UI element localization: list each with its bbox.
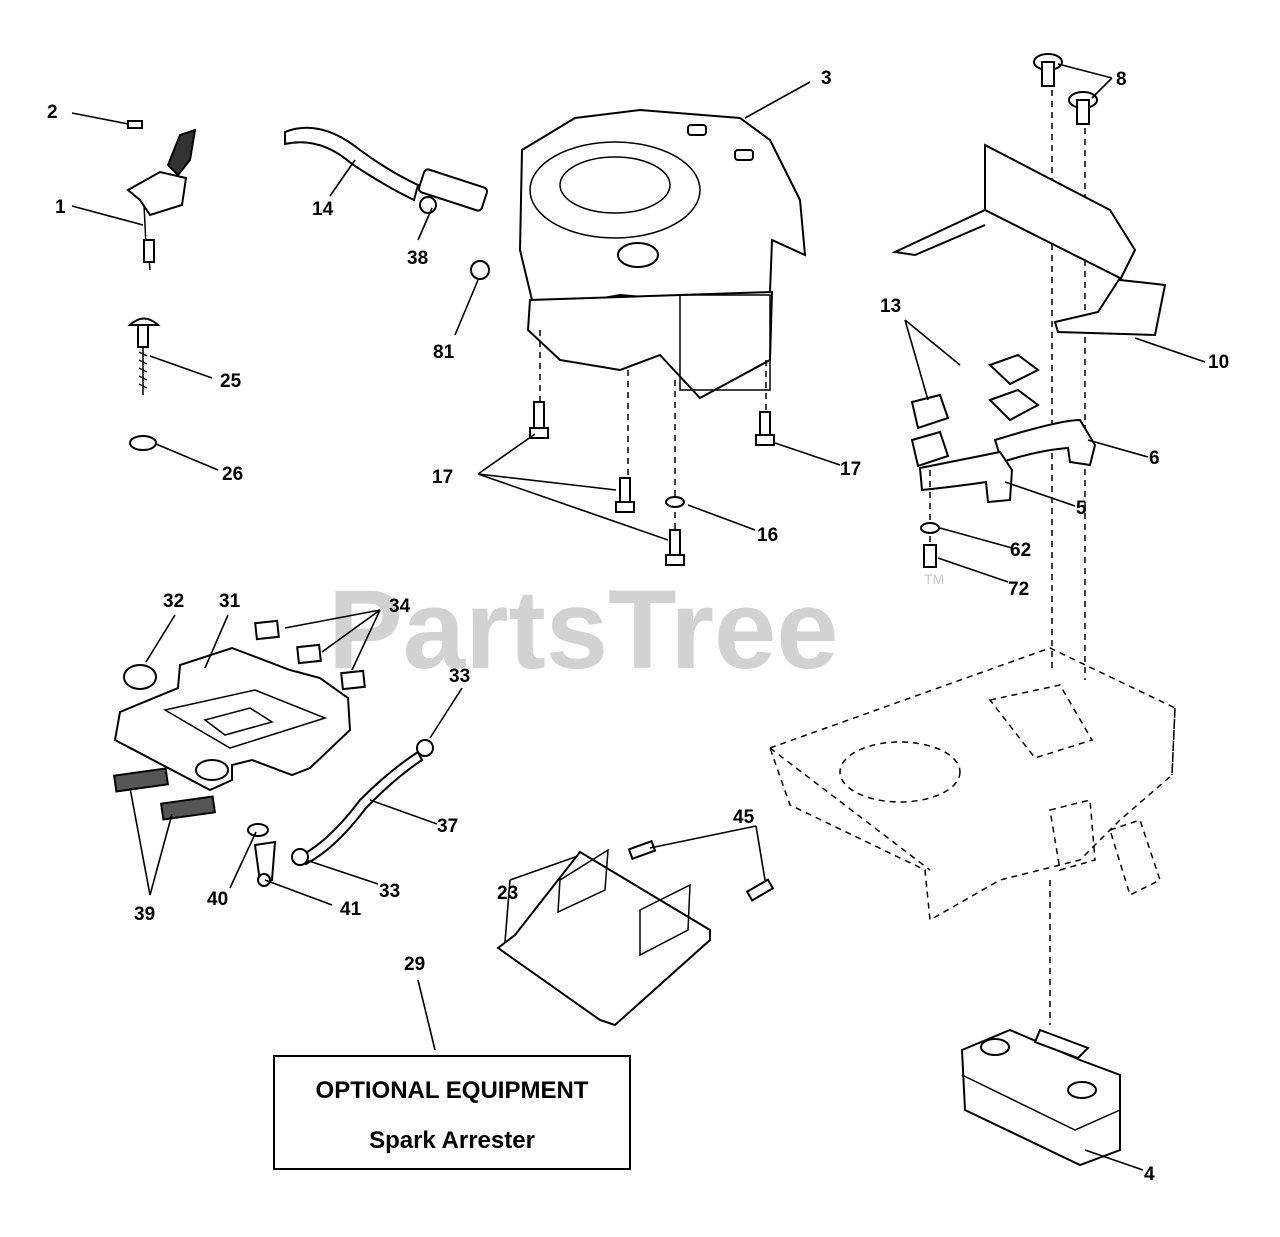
choke-knob-part[interactable]: [127, 317, 161, 396]
lock-washer-part[interactable]: [920, 522, 940, 534]
callout-3: 3: [821, 68, 832, 89]
tank-pad-3[interactable]: [340, 669, 366, 691]
callout-6: 6: [1149, 448, 1160, 469]
tank-pad-1[interactable]: [254, 619, 280, 641]
screen-screw-lower[interactable]: [745, 878, 775, 902]
optional-equipment-heading: OPTIONAL EQUIPMENT: [315, 1077, 589, 1104]
callout-16: 16: [757, 525, 778, 546]
fuel-tank-part[interactable]: [113, 646, 352, 792]
tank-strip-1[interactable]: [113, 767, 169, 793]
callout-25: 25: [220, 371, 242, 392]
fuel-valve-part[interactable]: [253, 840, 277, 887]
fuel-cap-part[interactable]: [123, 664, 157, 690]
engine-washer-part[interactable]: [665, 496, 685, 508]
engine-bolt-left[interactable]: [529, 401, 549, 439]
fuel-fitting-part[interactable]: [417, 168, 489, 214]
callout-72: 72: [1008, 579, 1029, 600]
callout-31: 31: [219, 591, 241, 612]
callout-26: 26: [222, 464, 243, 485]
hose-clamp-upper[interactable]: [416, 739, 434, 757]
callout-32: 32: [163, 591, 184, 612]
washer-part[interactable]: [129, 435, 157, 451]
fuel-hose-part[interactable]: [284, 126, 420, 202]
fuel-line-part[interactable]: [300, 750, 424, 866]
callout-17-right: 17: [840, 459, 861, 480]
shield-bolts-part[interactable]: [1033, 53, 1098, 125]
exhaust-pipe-left[interactable]: [918, 450, 1014, 504]
throttle-control-part[interactable]: [126, 120, 197, 271]
gasket-lower-part[interactable]: [988, 388, 1040, 422]
callout-10: 10: [1208, 352, 1229, 373]
callout-4: 4: [1144, 1164, 1155, 1185]
callout-2: 2: [47, 102, 58, 123]
optional-equipment-box: OPTIONAL EQUIPMENT Spark Arrester: [273, 1055, 631, 1170]
watermark-trademark: TM: [924, 571, 944, 587]
engine-bolt-lower[interactable]: [665, 529, 685, 566]
nut-part[interactable]: [470, 260, 490, 280]
callout-17-left: 17: [432, 467, 453, 488]
engine-bolt-center[interactable]: [615, 477, 635, 513]
callout-8: 8: [1116, 69, 1127, 90]
callout-34: 34: [389, 596, 411, 617]
heat-shield-part[interactable]: [891, 143, 1167, 337]
screen-screw-upper[interactable]: [627, 839, 657, 861]
hose-clamp-lower[interactable]: [291, 848, 309, 866]
callout-62: 62: [1010, 540, 1031, 561]
callout-41: 41: [340, 899, 362, 920]
exhaust-pipe-right[interactable]: [993, 418, 1097, 467]
callout-13: 13: [880, 296, 901, 317]
callout-39: 39: [134, 904, 155, 925]
gasket-part[interactable]: [988, 353, 1040, 386]
callout-29: 29: [404, 954, 425, 975]
tank-pad-2[interactable]: [296, 643, 322, 665]
callout-45: 45: [733, 807, 755, 828]
exhaust-bolt-part[interactable]: [923, 544, 937, 568]
callout-1: 1: [55, 197, 66, 218]
callout-38: 38: [407, 248, 428, 269]
callout-40: 40: [207, 889, 228, 910]
grommet-part[interactable]: [247, 823, 269, 837]
muffler-part[interactable]: [960, 1028, 1121, 1167]
callout-81: 81: [433, 342, 455, 363]
callout-5: 5: [1076, 498, 1087, 519]
callout-14: 14: [312, 199, 334, 220]
engine-part[interactable]: [518, 108, 807, 540]
tank-strip-2[interactable]: [160, 795, 216, 821]
leader-lines: [71, 63, 1206, 1171]
callout-37: 37: [437, 816, 458, 837]
frame-part: [769, 647, 1176, 1025]
spark-arrester-screen-part[interactable]: [496, 848, 711, 1027]
watermark: PartsTree: [328, 567, 839, 692]
callout-33-lower: 33: [379, 881, 400, 902]
callout-33-upper: 33: [449, 666, 470, 687]
engine-bolt-right[interactable]: [755, 411, 775, 446]
callout-23: 23: [497, 883, 518, 904]
optional-equipment-item: Spark Arrester: [369, 1127, 535, 1154]
